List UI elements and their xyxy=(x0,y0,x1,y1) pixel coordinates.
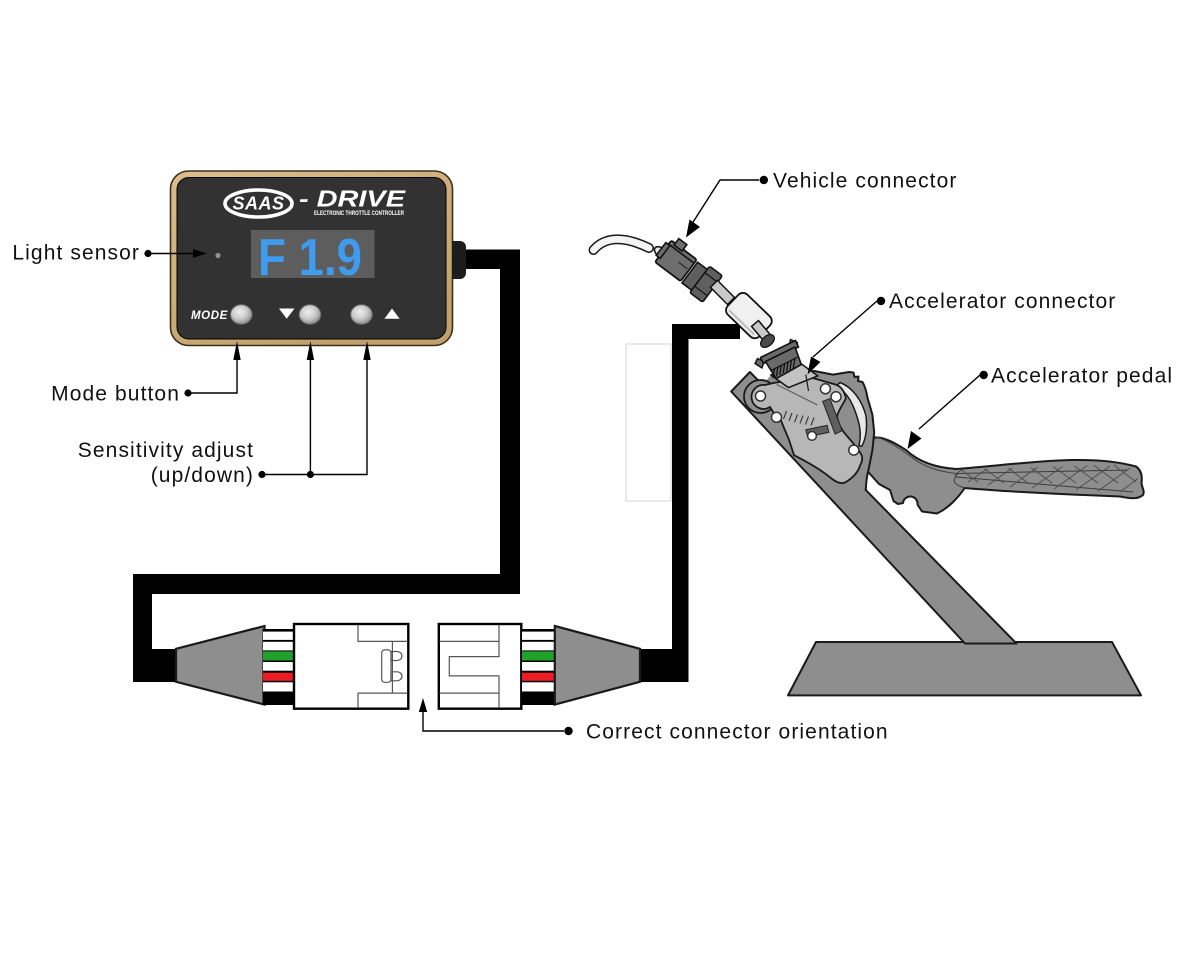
svg-text:Sensitivity adjust: Sensitivity adjust xyxy=(78,439,254,462)
svg-text:Accelerator pedal: Accelerator pedal xyxy=(991,365,1173,388)
svg-text:Light sensor: Light sensor xyxy=(12,242,140,265)
svg-text:Vehicle connector: Vehicle connector xyxy=(773,170,957,193)
svg-text:- DRIVE: - DRIVE xyxy=(299,186,406,212)
svg-text:Mode button: Mode button xyxy=(51,383,180,406)
svg-text:SAAS: SAAS xyxy=(232,194,284,214)
svg-text:ELECTRONIC THROTTLE CONTROLLER: ELECTRONIC THROTTLE CONTROLLER xyxy=(314,211,405,217)
svg-text:Correct connector orientation: Correct connector orientation xyxy=(586,721,889,744)
svg-text:F 1.9: F 1.9 xyxy=(258,229,362,287)
svg-text:(up/down): (up/down) xyxy=(151,464,254,487)
svg-text:Accelerator connector: Accelerator connector xyxy=(889,290,1116,313)
svg-text:MODE: MODE xyxy=(191,310,228,322)
